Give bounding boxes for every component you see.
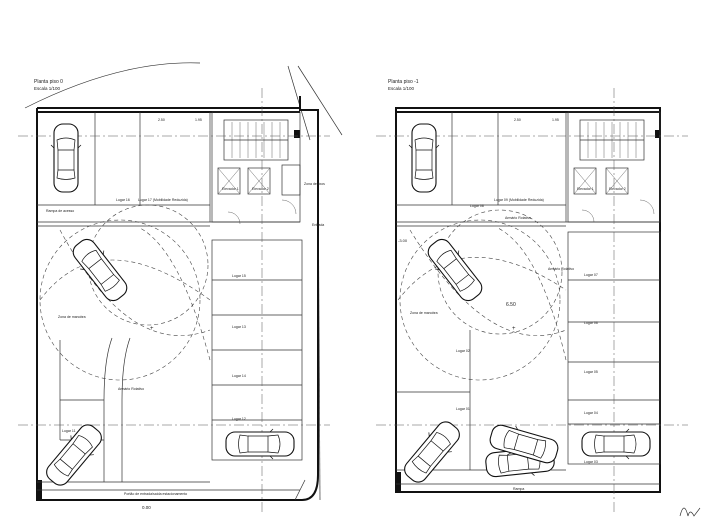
plan1-bay8-label: Lugar 08 bbox=[470, 204, 484, 208]
plan0-car-turning bbox=[66, 233, 134, 307]
plan1-plus-mark: + bbox=[512, 326, 516, 332]
plan0-dim-1: 2.50 bbox=[158, 118, 165, 122]
plan0-bay16-label: Lugar 16 bbox=[116, 198, 130, 202]
plan1-dim-1: 2.50 bbox=[514, 118, 521, 122]
plan0-car-top bbox=[50, 123, 82, 193]
plan0-stairs bbox=[224, 122, 288, 158]
plan0-lift-label: Elevador 1 bbox=[222, 187, 239, 191]
plan1-bay4-label: Lugar 04 bbox=[584, 411, 598, 415]
plan1-stairs bbox=[580, 122, 644, 158]
plan1-bay5-label: Lugar 05 bbox=[584, 370, 598, 374]
plan1-level-label: -3.00 bbox=[398, 238, 408, 243]
plan0-bay11-label: Lugar 11 bbox=[62, 429, 76, 433]
plan1-turntable-label: Armário Rotativo bbox=[548, 267, 574, 271]
plan1-turning-label: Zona de manobra bbox=[410, 311, 438, 315]
plan1-lift-label: Elevador 1 bbox=[577, 187, 594, 191]
plan1-car-ramp bbox=[398, 415, 466, 489]
plan1-bay6-label: Lugar 06 bbox=[584, 321, 598, 325]
plan1-bay9-label: Lugar 09 (Mobilidade Reduzida) bbox=[494, 198, 544, 202]
plan0-level-label: 0.00 bbox=[142, 505, 151, 510]
plan1-bay3-label: Lugar 03 bbox=[584, 460, 598, 464]
plan0-lift2-label: Elevador 2 bbox=[252, 187, 269, 191]
plan1-bay1-label: Lugar 01 bbox=[456, 407, 470, 411]
plan1-ramp-label: Rampa bbox=[513, 487, 524, 491]
plan0-turntable-label: Armário Rotativo bbox=[118, 387, 144, 391]
plan1-title: Planta piso -1 bbox=[388, 79, 419, 85]
plan0-bay13-label: Lugar 13 bbox=[232, 325, 246, 329]
plan1-car-turning bbox=[421, 233, 489, 307]
plan0-slope-bottom-label: Portão de entrada/saída estacionamento bbox=[124, 492, 187, 496]
plan0-plus-mark: + bbox=[150, 326, 154, 332]
plan0-entrance-label: Entrada bbox=[312, 223, 324, 227]
signature bbox=[679, 507, 701, 517]
plan0-bay17-label: Lugar 17 (Mobilidade Reduzida) bbox=[138, 198, 188, 202]
plan-floor-0: Planta piso 0 Escala 1/100 bbox=[18, 62, 343, 512]
plan1-center-mark: 6.50 bbox=[506, 302, 516, 308]
plan0-slope-top-label: Rampa de acesso bbox=[46, 209, 74, 213]
plan1-bay2-label: Lugar 02 bbox=[456, 349, 470, 353]
plan-floor-minus-1: Planta piso -1 Escala 1/100 Elevador 1 E… bbox=[376, 79, 688, 512]
plan0-bay14-label: Lugar 14 bbox=[232, 374, 246, 378]
plan1-scale: Escala 1/100 bbox=[388, 86, 415, 91]
plan0-bay15-label: Lugar 15 bbox=[232, 274, 246, 278]
plan0-scale: Escala 1/100 bbox=[34, 86, 61, 91]
plan1-car-bay3 bbox=[581, 428, 651, 460]
plan1-car-top bbox=[408, 123, 440, 193]
plan1-turntable-top-label: Armário Rotativo bbox=[505, 216, 531, 220]
plan0-title: Planta piso 0 bbox=[34, 79, 63, 85]
plan0-car-bay12 bbox=[225, 428, 295, 460]
plan0-turning-label: Zona de manobra bbox=[58, 315, 86, 319]
plan0-bin-label: Zona de lixos bbox=[304, 182, 325, 186]
plan0-bay12-label: Lugar 12 bbox=[232, 417, 246, 421]
plan0-dim-2: 1.95 bbox=[195, 118, 202, 122]
plan1-bay7-label: Lugar 07 bbox=[584, 273, 598, 277]
plan1-lift2-label: Elevador 2 bbox=[609, 187, 626, 191]
plan1-dim-2: 1.95 bbox=[552, 118, 559, 122]
